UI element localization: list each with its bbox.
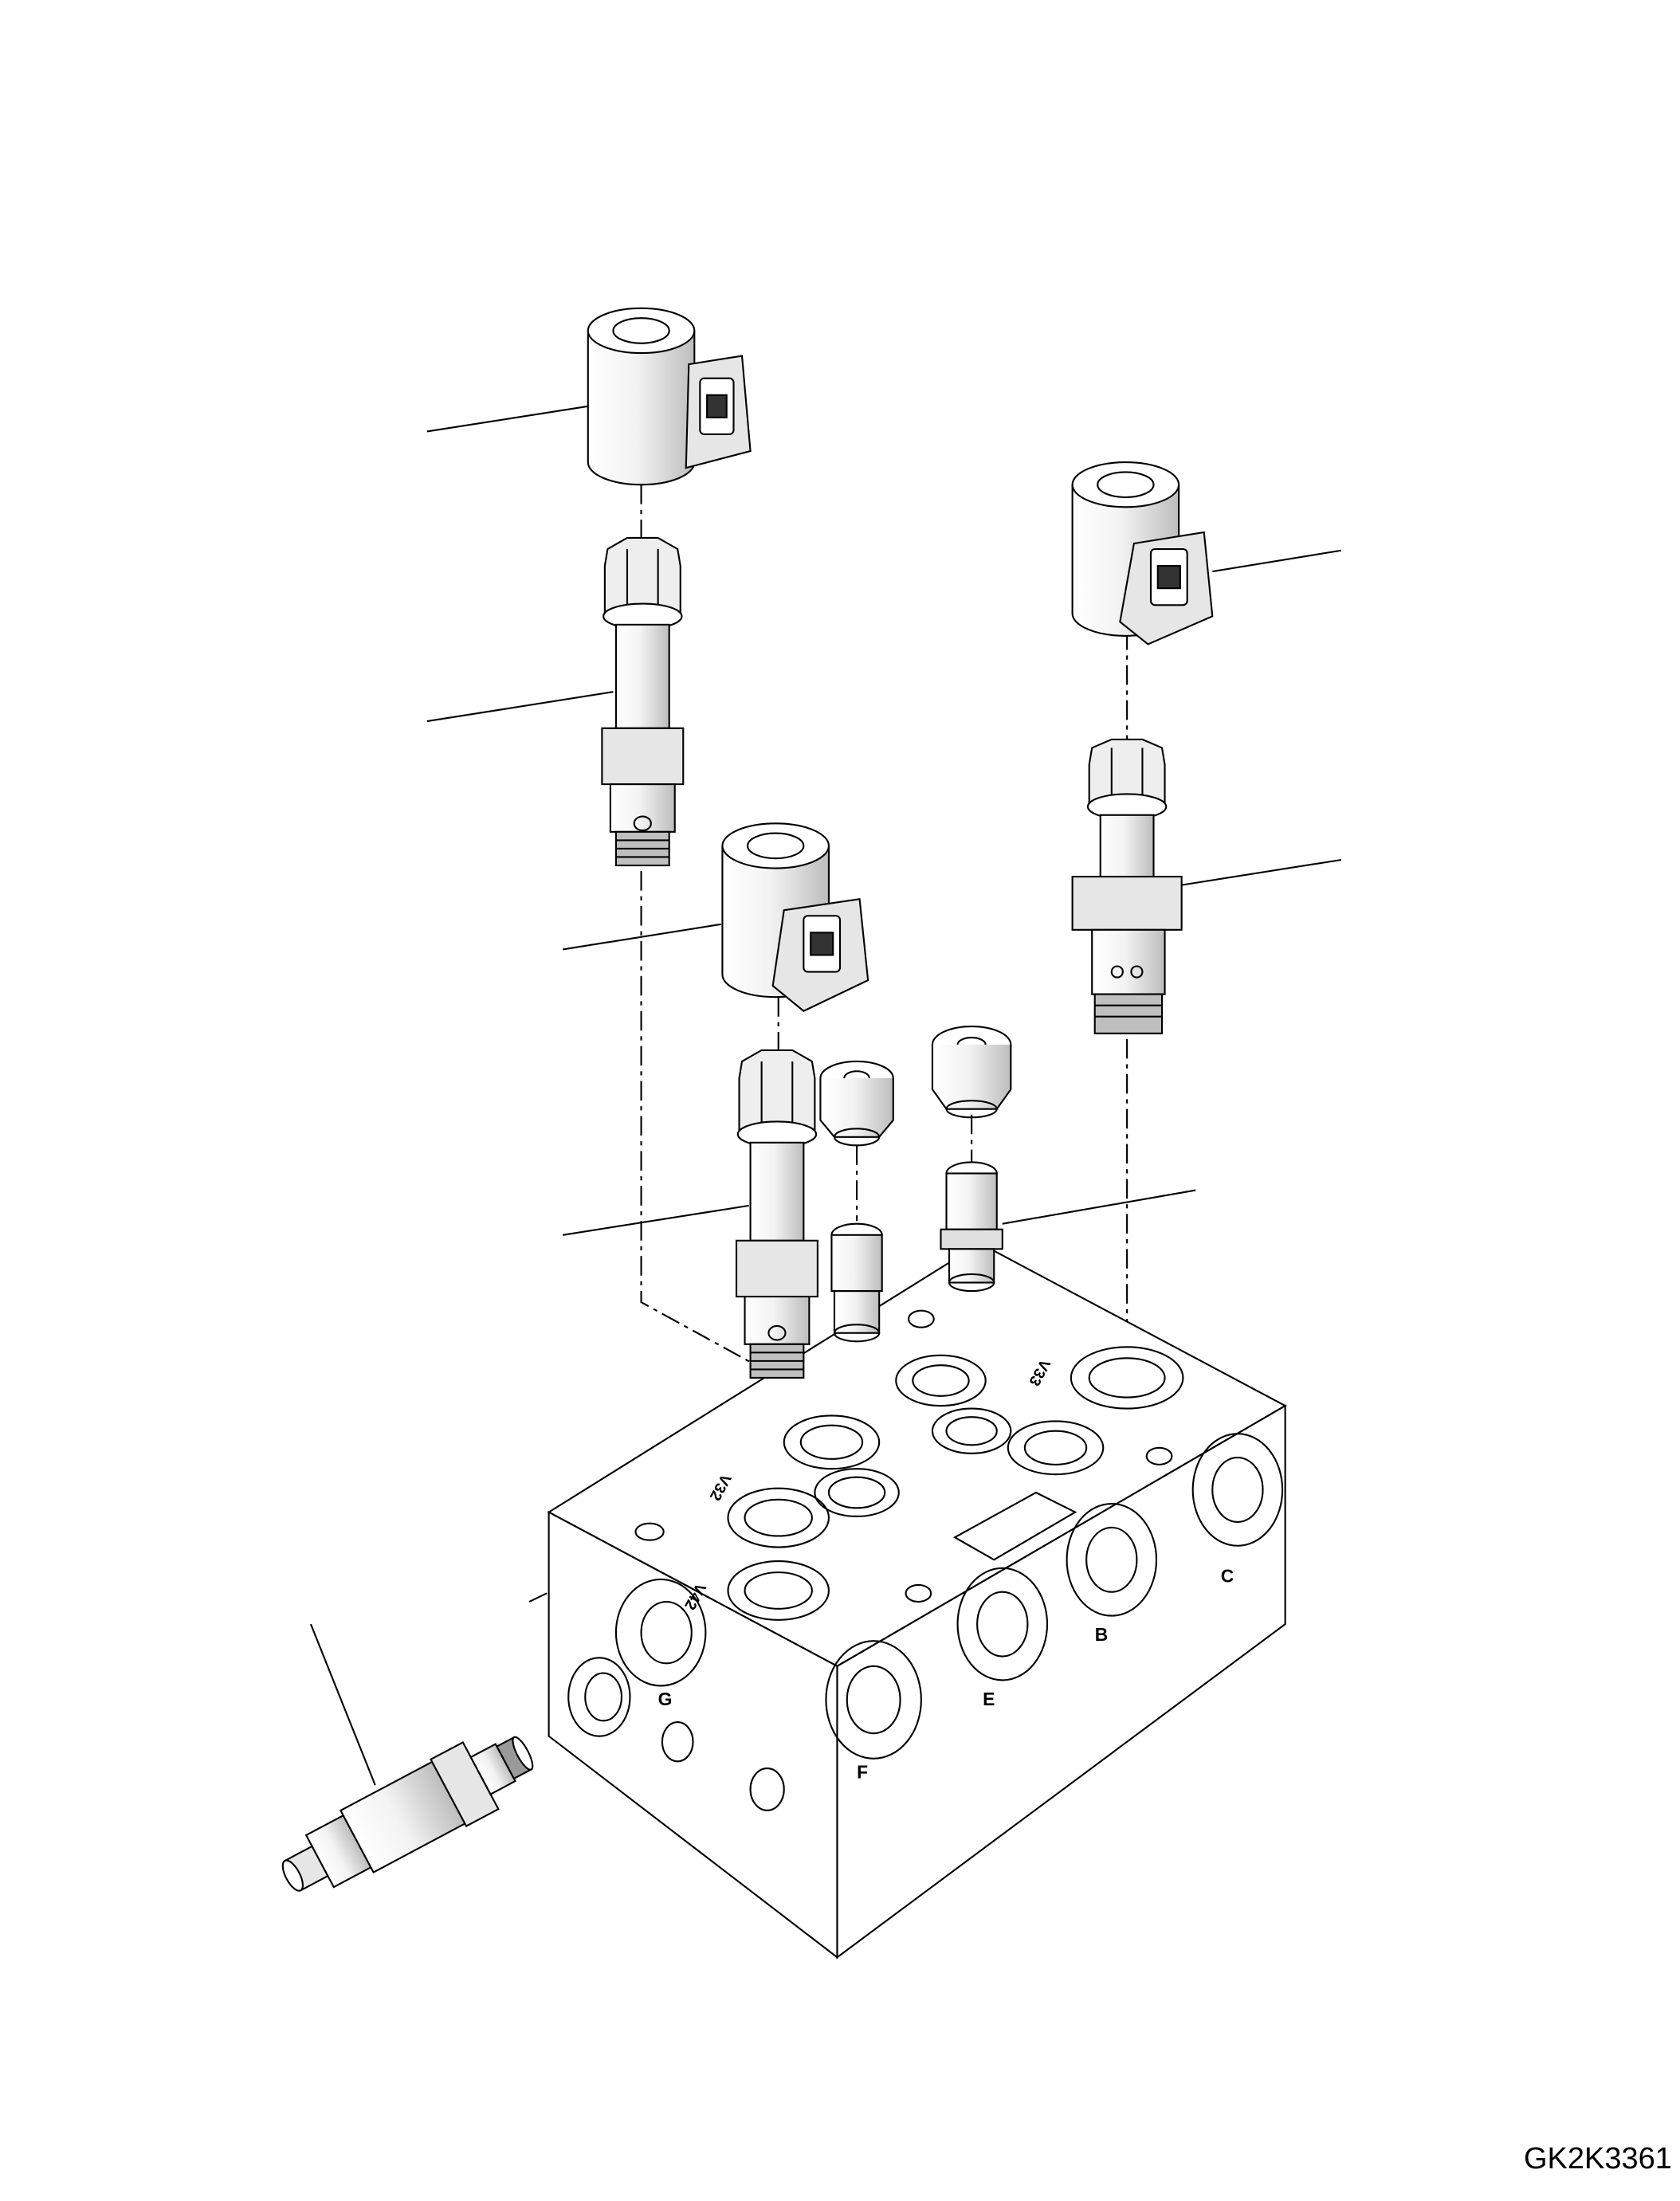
- mount-hole-4: [905, 1583, 932, 1603]
- solenoid-coil-2: [1071, 461, 1214, 645]
- right-face-ports: [825, 1433, 1284, 1760]
- port-label-f: F: [857, 1761, 868, 1782]
- port-e: [956, 1567, 1049, 1681]
- top-face-ports: [634, 1309, 1184, 1621]
- port-c: [1191, 1433, 1284, 1547]
- leader-line-coil-1: [426, 405, 588, 433]
- solenoid-coil-3: [721, 822, 869, 1012]
- leader-line-cartridge-2: [1181, 858, 1342, 886]
- port-label-e: E: [983, 1689, 995, 1709]
- nameplate: [952, 1491, 1077, 1561]
- plug-1: [819, 1060, 894, 1147]
- port-check-2: [931, 1407, 1012, 1454]
- left-small-port-2: [749, 1767, 785, 1811]
- leader-line-cartridge-1: [426, 691, 614, 723]
- leader-line-cartridge-3: [563, 1204, 749, 1236]
- mount-hole-2: [1145, 1446, 1173, 1465]
- valve-cartridge-3: [735, 1049, 818, 1379]
- manifold-block: [547, 1242, 1287, 1960]
- check-valve-2: [940, 1161, 1003, 1293]
- left-small-port-1: [661, 1721, 694, 1763]
- port-v33: [1070, 1346, 1184, 1410]
- check-valve-1: [830, 1222, 883, 1343]
- mount-hole-1: [908, 1309, 935, 1328]
- port-right-middle: [1007, 1420, 1105, 1476]
- port-v42: [727, 1560, 830, 1621]
- axis-cart1-to-block: [640, 871, 757, 1367]
- leader-line-coil-3: [563, 923, 721, 951]
- plug-2: [931, 1025, 1012, 1119]
- port-check-1: [814, 1468, 900, 1517]
- leader-lines: [310, 405, 1342, 1786]
- relief-valve: [281, 1736, 534, 1892]
- cartridge-1-tube: [614, 623, 670, 729]
- cartridge-3-tube: [749, 1141, 805, 1242]
- port-g-upper: [614, 1578, 707, 1687]
- cartridge-3-hex: [735, 1239, 818, 1298]
- cartridge-2-thread: [1093, 993, 1164, 1034]
- block-right-face: [836, 1404, 1286, 1960]
- port-upper-middle: [895, 1354, 987, 1407]
- port-v32: [727, 1487, 830, 1548]
- leader-line-coil-2: [1212, 549, 1342, 573]
- drawing-reference-number: GK2K3361: [1524, 2142, 1672, 2175]
- left-face-ports: [567, 1578, 785, 1811]
- valve-cartridge-2: [1071, 738, 1183, 1034]
- solenoid-coil-1: [587, 307, 752, 486]
- leader-line-check-valve: [1002, 1189, 1196, 1225]
- mount-hole-3: [634, 1522, 665, 1541]
- port-cart1-seat: [783, 1414, 881, 1470]
- cartridge-1-hex: [601, 727, 685, 786]
- port-b: [1066, 1503, 1158, 1617]
- cartridge-2-tube: [1099, 814, 1155, 881]
- port-label-c: C: [1221, 1565, 1234, 1586]
- port-f: [825, 1640, 922, 1760]
- cartridge-2-hex: [1071, 876, 1183, 931]
- port-g: [567, 1657, 631, 1737]
- valve-cartridge-1: [601, 536, 685, 867]
- port-label-g: G: [658, 1689, 673, 1709]
- port-label-b: B: [1095, 1624, 1108, 1645]
- leader-line-relief-valve: [310, 1623, 376, 1786]
